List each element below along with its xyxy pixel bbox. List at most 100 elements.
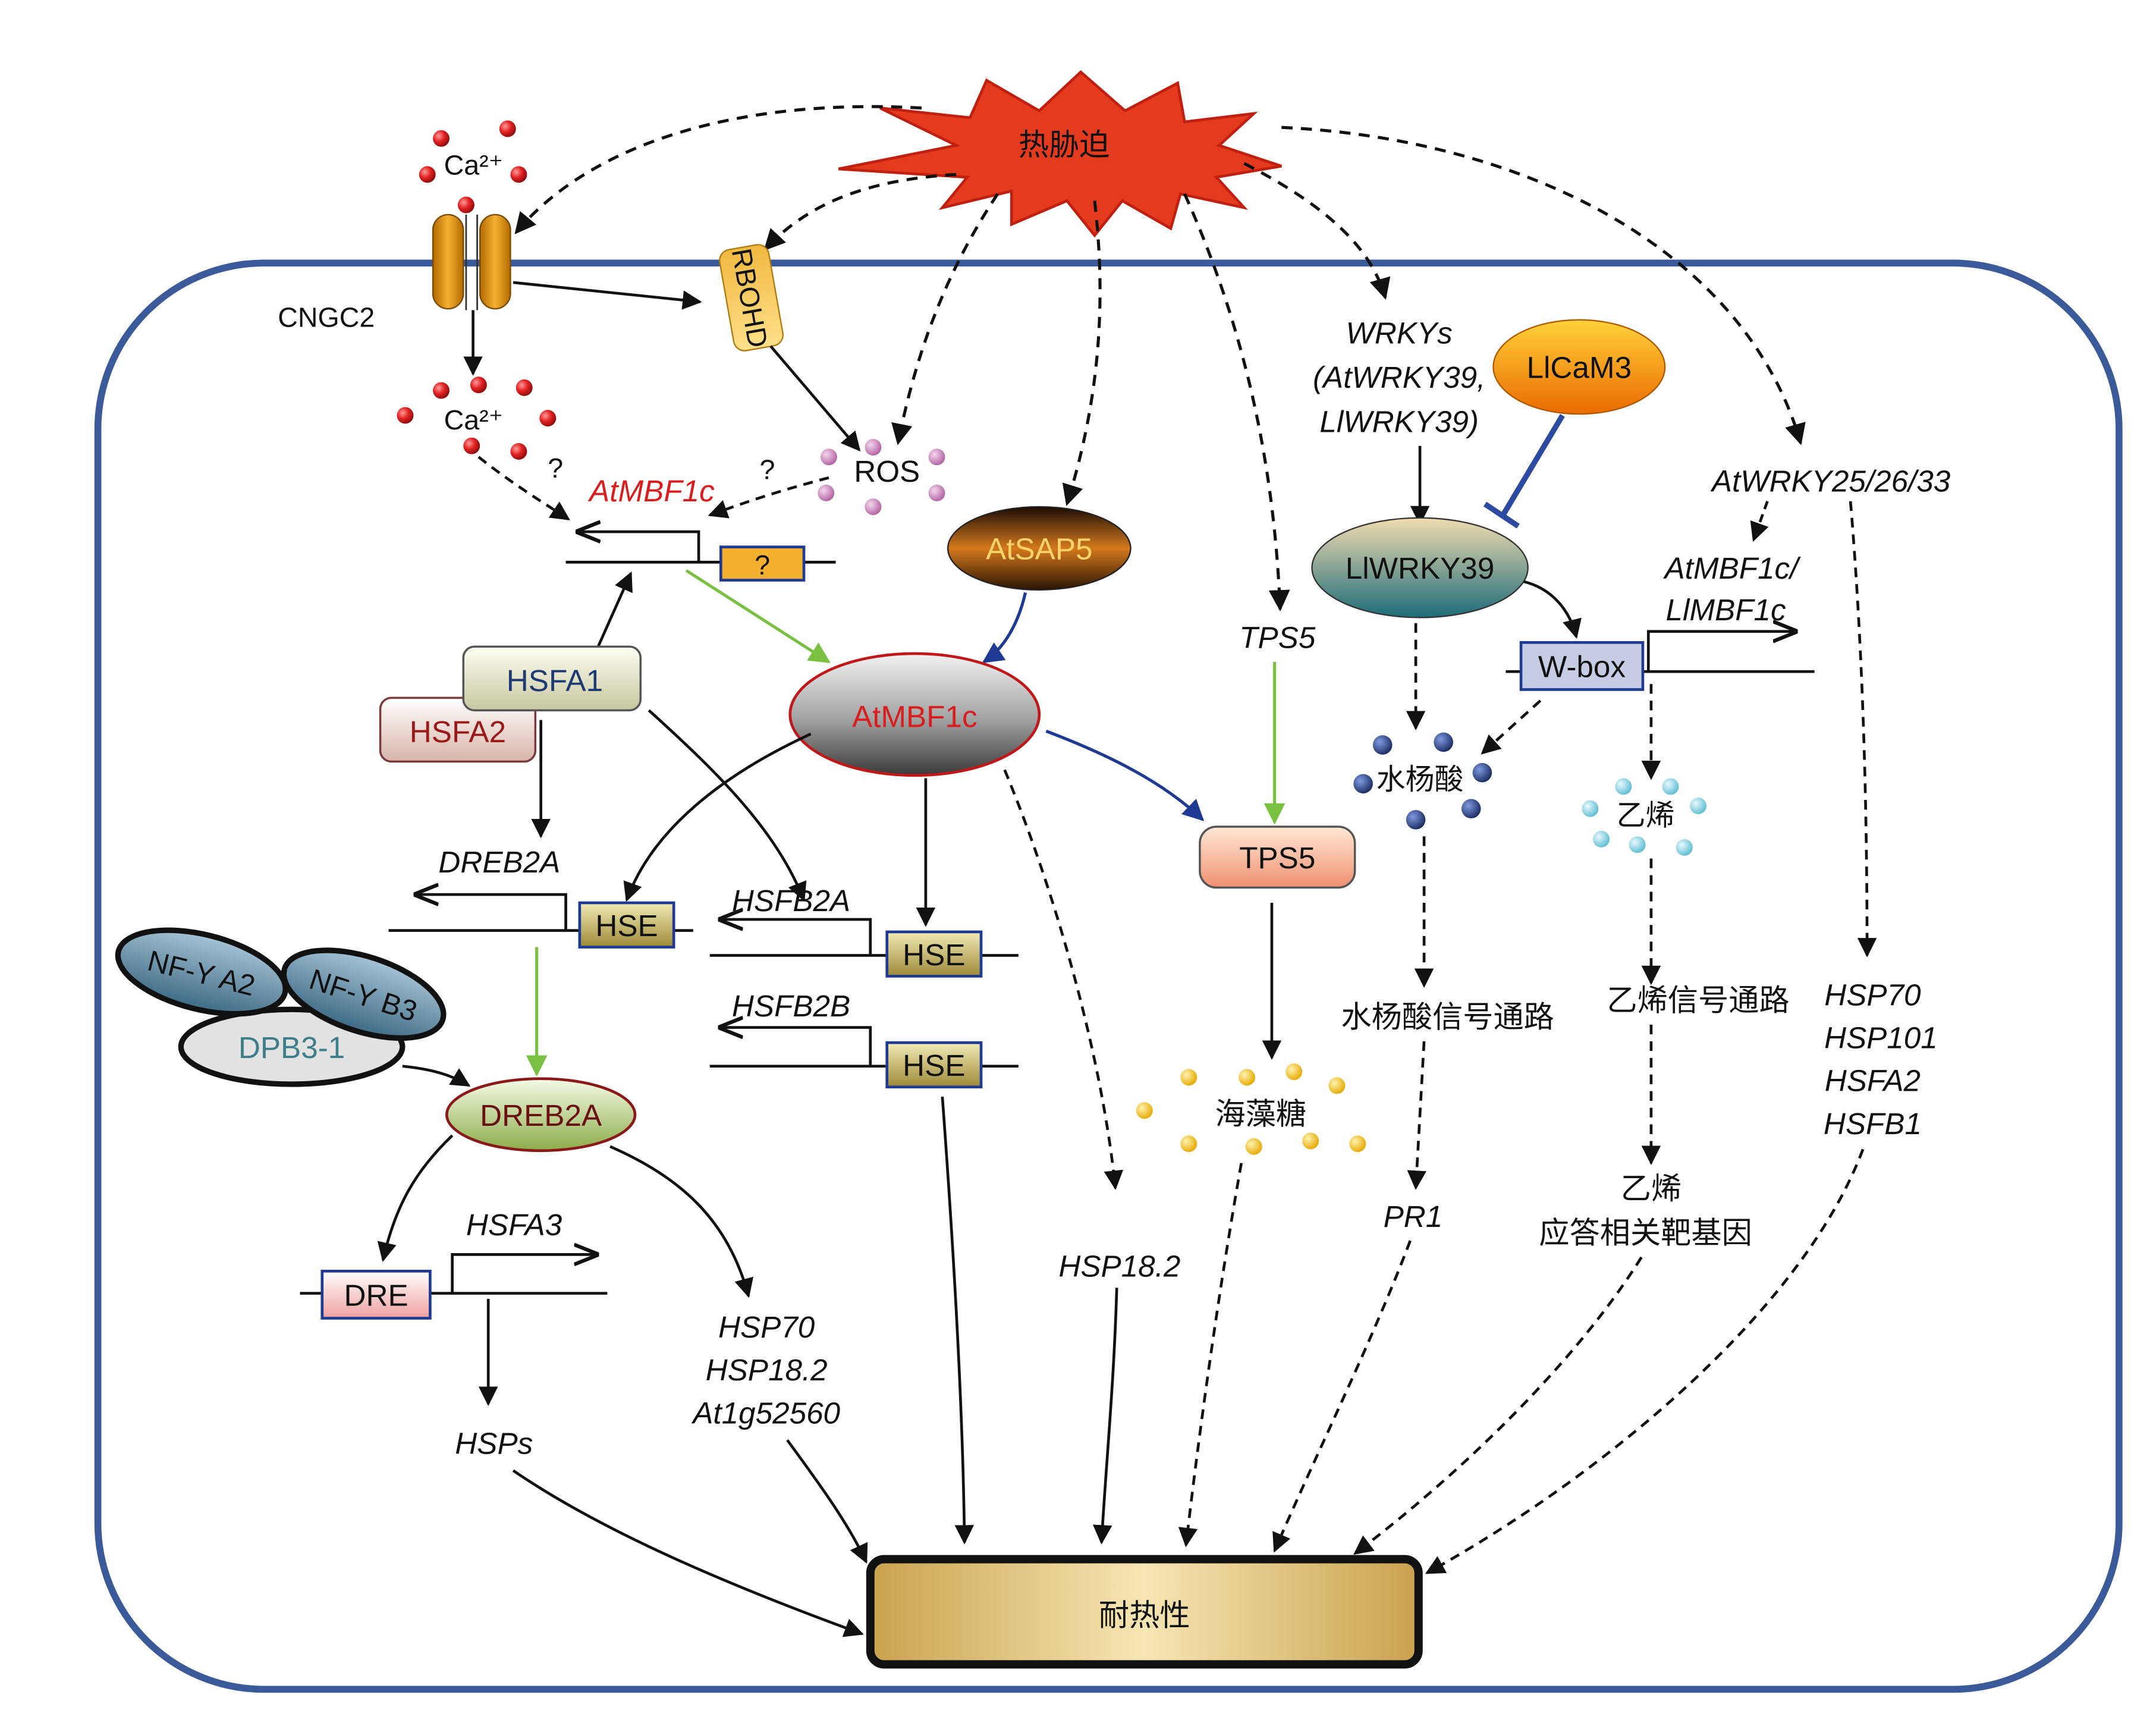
- wbox-label: W-box: [1538, 650, 1626, 684]
- wrky25-target-4: HSFB1: [1824, 1107, 1922, 1141]
- arrow-wbox-sa: [1481, 699, 1542, 755]
- dreb-target-genes: HSP70 HSP18.2 At1g52560: [691, 1310, 840, 1430]
- tps5-gene-label: TPS5: [1239, 621, 1316, 655]
- salicylic-acid-label: 水杨酸: [1376, 762, 1464, 796]
- dreb-target-3: At1g52560: [691, 1396, 840, 1430]
- arrow-hsfa1-hsfb2a: [648, 709, 807, 902]
- mbf1c-pair-line-2: LlMBF1c: [1666, 593, 1786, 627]
- stress-dashed-arrows: [514, 105, 1806, 612]
- pr1-label: PR1: [1384, 1200, 1443, 1233]
- hsfa1-box: HSFA1: [462, 645, 642, 712]
- ros-label: ROS: [854, 454, 920, 488]
- ethylene-targets-line-1: 乙烯: [1621, 1171, 1682, 1207]
- dreb2a-gene-label: DREB2A: [438, 845, 560, 879]
- arrow-atwrky25-targets: [1849, 501, 1877, 958]
- arrow-rbohd-ros: [769, 345, 861, 452]
- atmbf1c-gene-label: AtMBF1c: [587, 474, 715, 508]
- tps5-protein-box: TPS5: [1199, 825, 1356, 889]
- arrow-ethylene-tolerance: [1353, 1256, 1643, 1555]
- hsps-label: HSPs: [455, 1427, 533, 1461]
- arrow-dreb-targets-tolerance: [786, 1439, 868, 1564]
- llwrky39-ellipse: LlWRKY39: [1311, 517, 1529, 619]
- atmbf1c-protein-label: AtMBF1c: [852, 699, 978, 733]
- dre-label: DRE: [344, 1279, 408, 1313]
- dreb-target-1: HSP70: [718, 1310, 815, 1344]
- wrky25-target-2: HSP101: [1824, 1021, 1938, 1054]
- dreb2a-protein-label: DREB2A: [480, 1098, 602, 1132]
- cngc2-channel: [432, 214, 511, 310]
- atmbf1c-protein-ellipse: AtMBF1c: [788, 652, 1041, 777]
- cngc2-label: CNGC2: [278, 302, 375, 332]
- ethylene-pathway-label: 乙烯信号通路: [1607, 983, 1789, 1019]
- arrow-hsfa1-atmbf1c: [595, 571, 633, 652]
- wrkys-line-2: (AtWRKY39,: [1313, 360, 1485, 394]
- arrow-hsp18-tolerance: [1092, 1288, 1118, 1545]
- wrky25-target-3: HSFA2: [1825, 1064, 1921, 1098]
- hse-label-1: HSE: [595, 909, 658, 943]
- arrow-ros-atmbf1c: [708, 476, 829, 519]
- arrow-hsfb2b-tolerance: [941, 1096, 975, 1545]
- heat-tolerance-box: 耐热性: [866, 1555, 1423, 1669]
- llcam3-ellipse: LlCaM3: [1492, 319, 1666, 415]
- arrow-dreb2a-targets: [609, 1145, 754, 1298]
- atwrky25-label: AtWRKY25/26/33: [1710, 464, 1951, 498]
- arrow-atwrky25-mbf1c: [1750, 501, 1769, 542]
- wrkys-label-block: WRKYs (AtWRKY39, LlWRKY39): [1313, 316, 1485, 438]
- ca-outside-label: Ca²⁺: [444, 149, 504, 180]
- wrkys-line-3: LlWRKY39): [1319, 404, 1479, 438]
- salicylic-acid-cluster: 水杨酸: [1353, 732, 1492, 830]
- ca-ions-outside: [419, 120, 527, 214]
- ca-ions-inside: [397, 376, 557, 460]
- hsfb2b-gene-label: HSFB2B: [732, 989, 850, 1023]
- arrow-dreb2a-dre: [377, 1134, 454, 1262]
- arrow-stress-rbohd: [763, 172, 957, 251]
- tps5-protein-label: TPS5: [1239, 841, 1315, 875]
- arrow-llwrky39-wbox: [1523, 580, 1582, 639]
- arrow-stress-wrkys: [1243, 162, 1391, 300]
- wrkys-line-1: WRKYs: [1346, 316, 1453, 350]
- ethylene-label: 乙烯: [1617, 799, 1675, 833]
- atmbf1c-gene-locus: ?: [565, 532, 836, 582]
- mbf1c-gene-locus: W-box: [1506, 632, 1815, 691]
- rbohd-box: RBOHD: [719, 244, 784, 351]
- question-mark-ros: ?: [760, 454, 775, 485]
- ros-cluster: ROS: [818, 439, 945, 516]
- arrow-stress-atsap5: [1062, 200, 1102, 506]
- llcam3-label: LlCaM3: [1527, 351, 1632, 385]
- arrow-sa-pr1: [1407, 1041, 1427, 1190]
- heat-tolerance-label: 耐热性: [1099, 1597, 1190, 1633]
- dpb3-1-label: DPB3-1: [238, 1031, 345, 1065]
- arrow-gene-atmbf1c-protein: [685, 569, 831, 664]
- arrow-atsap5-atmbf1c: [982, 592, 1027, 664]
- hse-label-2: HSE: [903, 938, 965, 972]
- hsfa1-label: HSFA1: [507, 664, 603, 698]
- wrky25-target-1: HSP70: [1824, 978, 1921, 1012]
- dreb-target-2: HSP18.2: [706, 1353, 828, 1387]
- hsfb2a-gene-locus: HSE: [709, 919, 1019, 978]
- hsfa3-gene-locus: DRE: [300, 1254, 608, 1320]
- wrky25-target-genes: HSP70 HSP101 HSFA2 HSFB1: [1824, 978, 1938, 1141]
- question-mark-ca: ?: [548, 453, 563, 484]
- hsfa3-gene-label: HSFA3: [466, 1208, 562, 1242]
- hsfb2a-gene-label: HSFB2A: [732, 884, 850, 918]
- heat-stress-burst: 热胁迫: [838, 70, 1282, 238]
- dreb2a-gene-locus: HSE: [388, 894, 693, 949]
- arrow-stress-atwrky25: [1281, 125, 1806, 445]
- arrow-pr1-tolerance: [1272, 1240, 1412, 1553]
- arrow-atmbf1c-tps5: [1045, 729, 1205, 821]
- unknown-element-box: [719, 545, 806, 582]
- nfy-complex: DPB3-1 NF-Y A2 NF-Y B3: [115, 927, 447, 1087]
- atsap5-label: AtSAP5: [986, 532, 1092, 566]
- mbf1c-pair-line-1: AtMBF1c/: [1663, 551, 1802, 585]
- arrow-stress-cngc2: [514, 105, 922, 234]
- arrow-hsps-tolerance: [512, 1469, 864, 1637]
- hsfb2b-gene-locus: HSE: [709, 1028, 1019, 1088]
- arrow-stress-ros: [891, 193, 1000, 445]
- ethylene-targets-line-2: 应答相关靶基因: [1539, 1216, 1752, 1251]
- stress-label: 热胁迫: [1019, 127, 1110, 163]
- arrow-wrky25-targets-tolerance: [1425, 1148, 1865, 1574]
- sa-pathway-label: 水杨酸信号通路: [1341, 1000, 1554, 1035]
- unknown-element-label: ?: [755, 550, 770, 580]
- dreb2a-protein-ellipse: DREB2A: [445, 1077, 637, 1153]
